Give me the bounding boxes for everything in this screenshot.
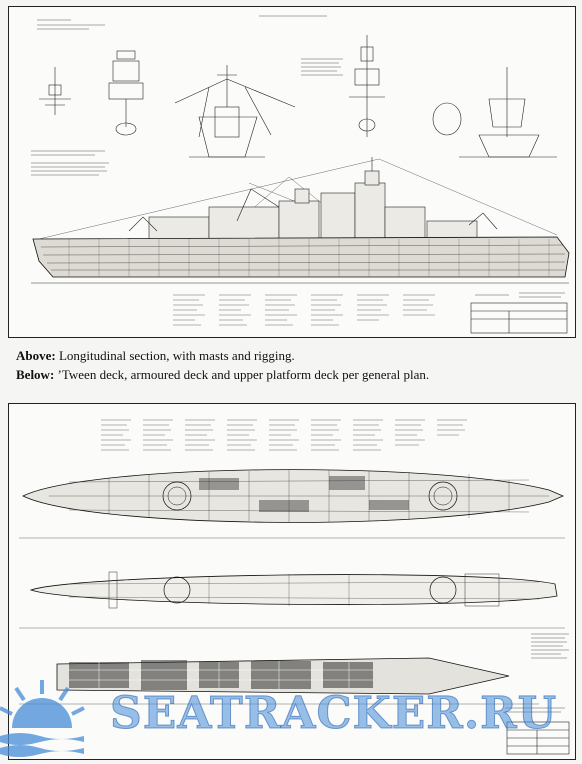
armoured-deck-plan (19, 571, 565, 629)
tower-detail (108, 50, 144, 136)
deck-plan-notes (531, 633, 569, 659)
deck-plans-title-block (505, 707, 570, 755)
legend-key-columns (173, 294, 435, 326)
caption-above-text: Longitudinal section, with masts and rig… (55, 348, 295, 363)
watermark-text: SEATRACKER.RU (109, 688, 558, 740)
note-block-left (31, 150, 109, 176)
deck-plan-legend (101, 419, 467, 451)
deck-plans-svg (19, 419, 570, 755)
note-block-right (301, 58, 343, 76)
caption-below-text: ’Tween deck, armoured deck and upper pla… (54, 367, 430, 382)
tween-deck-plan (19, 469, 565, 539)
caption-below: Below: ’Tween deck, armoured deck and up… (16, 367, 429, 383)
front-elevation-cranes (174, 65, 296, 158)
longitudinal-section-drawing (8, 6, 576, 338)
deck-plans-drawing (8, 403, 576, 760)
caption-below-label: Below: (16, 367, 55, 382)
ship-longitudinal-section (31, 157, 570, 284)
title-block-stamp (470, 292, 568, 334)
mast-detail-left (39, 67, 71, 115)
mast-detail-right (349, 35, 385, 137)
foremast-section-right (432, 67, 557, 158)
upper-platform-deck-plan (19, 657, 539, 705)
caption-above: Above: Longitudinal section, with masts … (16, 348, 295, 364)
longitudinal-section-svg (31, 15, 570, 334)
hull-frame-lines (68, 239, 550, 277)
drawing-title-block (37, 15, 327, 30)
caption-above-label: Above: (16, 348, 56, 363)
